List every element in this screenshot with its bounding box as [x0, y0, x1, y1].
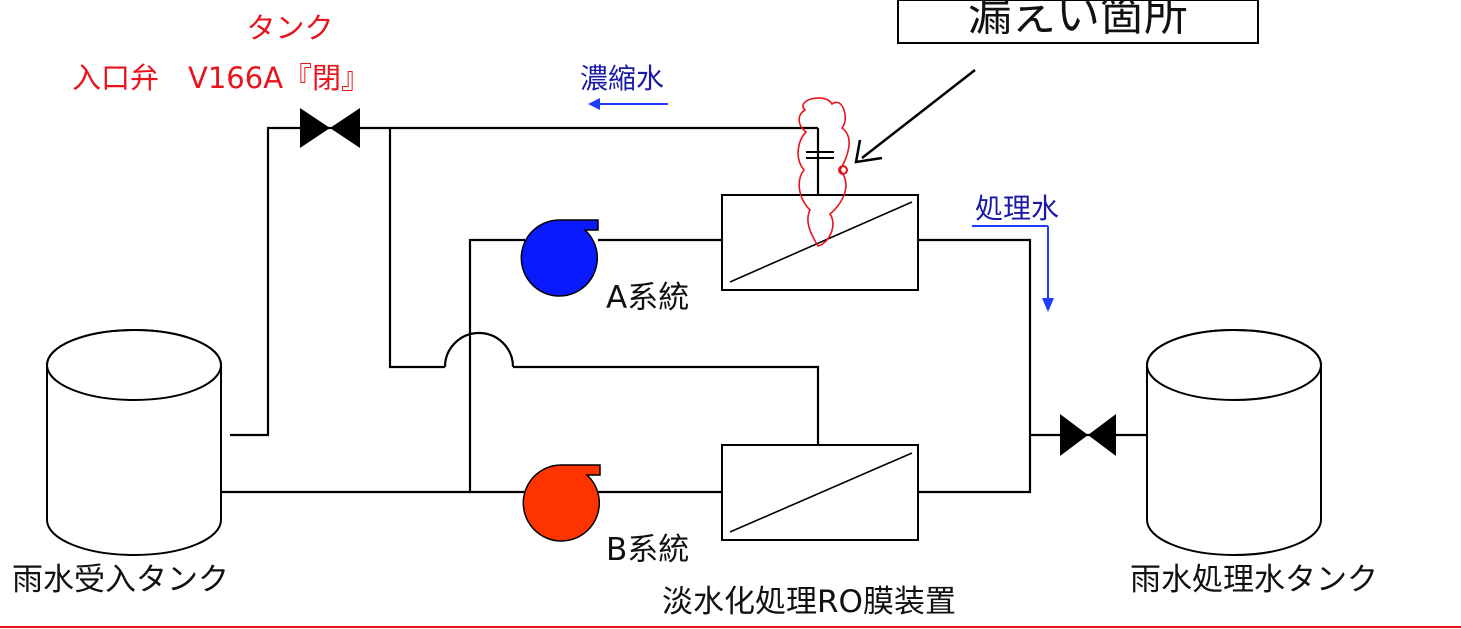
- system-a-label: A系統: [606, 280, 689, 316]
- gate-valve-icon: [300, 108, 360, 148]
- device-label: 淡水化処理RO膜装置: [662, 584, 956, 620]
- ro-membrane-icon: [721, 194, 919, 291]
- valve-label-line1: タンク: [246, 11, 333, 45]
- concentrate-pipe-b: [513, 365, 820, 445]
- centrifugal-pump-icon: [522, 464, 601, 542]
- concentrate-drop: [388, 128, 445, 369]
- leak-callout: 漏えい箇所: [854, 0, 1259, 164]
- cylindrical-tank-icon: [1146, 329, 1322, 556]
- return-pipe-left: [230, 126, 390, 437]
- concentrate-flow-arrow: [588, 98, 668, 110]
- cylindrical-tank-icon: [46, 329, 222, 556]
- treated-tank-label: 雨水処理水タンク: [1130, 562, 1378, 598]
- pipe-crossover-hop: [443, 331, 515, 368]
- valve-label-line2: 入口弁 V166A『閉』: [72, 61, 370, 95]
- treated-pipe: [918, 238, 1032, 494]
- treated-flow-arrow: [972, 225, 1054, 312]
- inlet-tank-label: 雨水受入タンク: [12, 562, 229, 598]
- feed-branch-a: [468, 238, 525, 492]
- concentrate-label: 濃縮水: [580, 62, 664, 95]
- leak-location-mark: [797, 97, 850, 247]
- gate-valve-icon: [1060, 414, 1116, 456]
- ro-membrane-icon: [721, 444, 919, 541]
- system-b-label: B系統: [606, 532, 689, 568]
- treated-water-label: 処理水: [975, 192, 1059, 225]
- centrifugal-pump-icon: [520, 219, 599, 297]
- leak-callout-text: 漏えい箇所: [968, 0, 1188, 41]
